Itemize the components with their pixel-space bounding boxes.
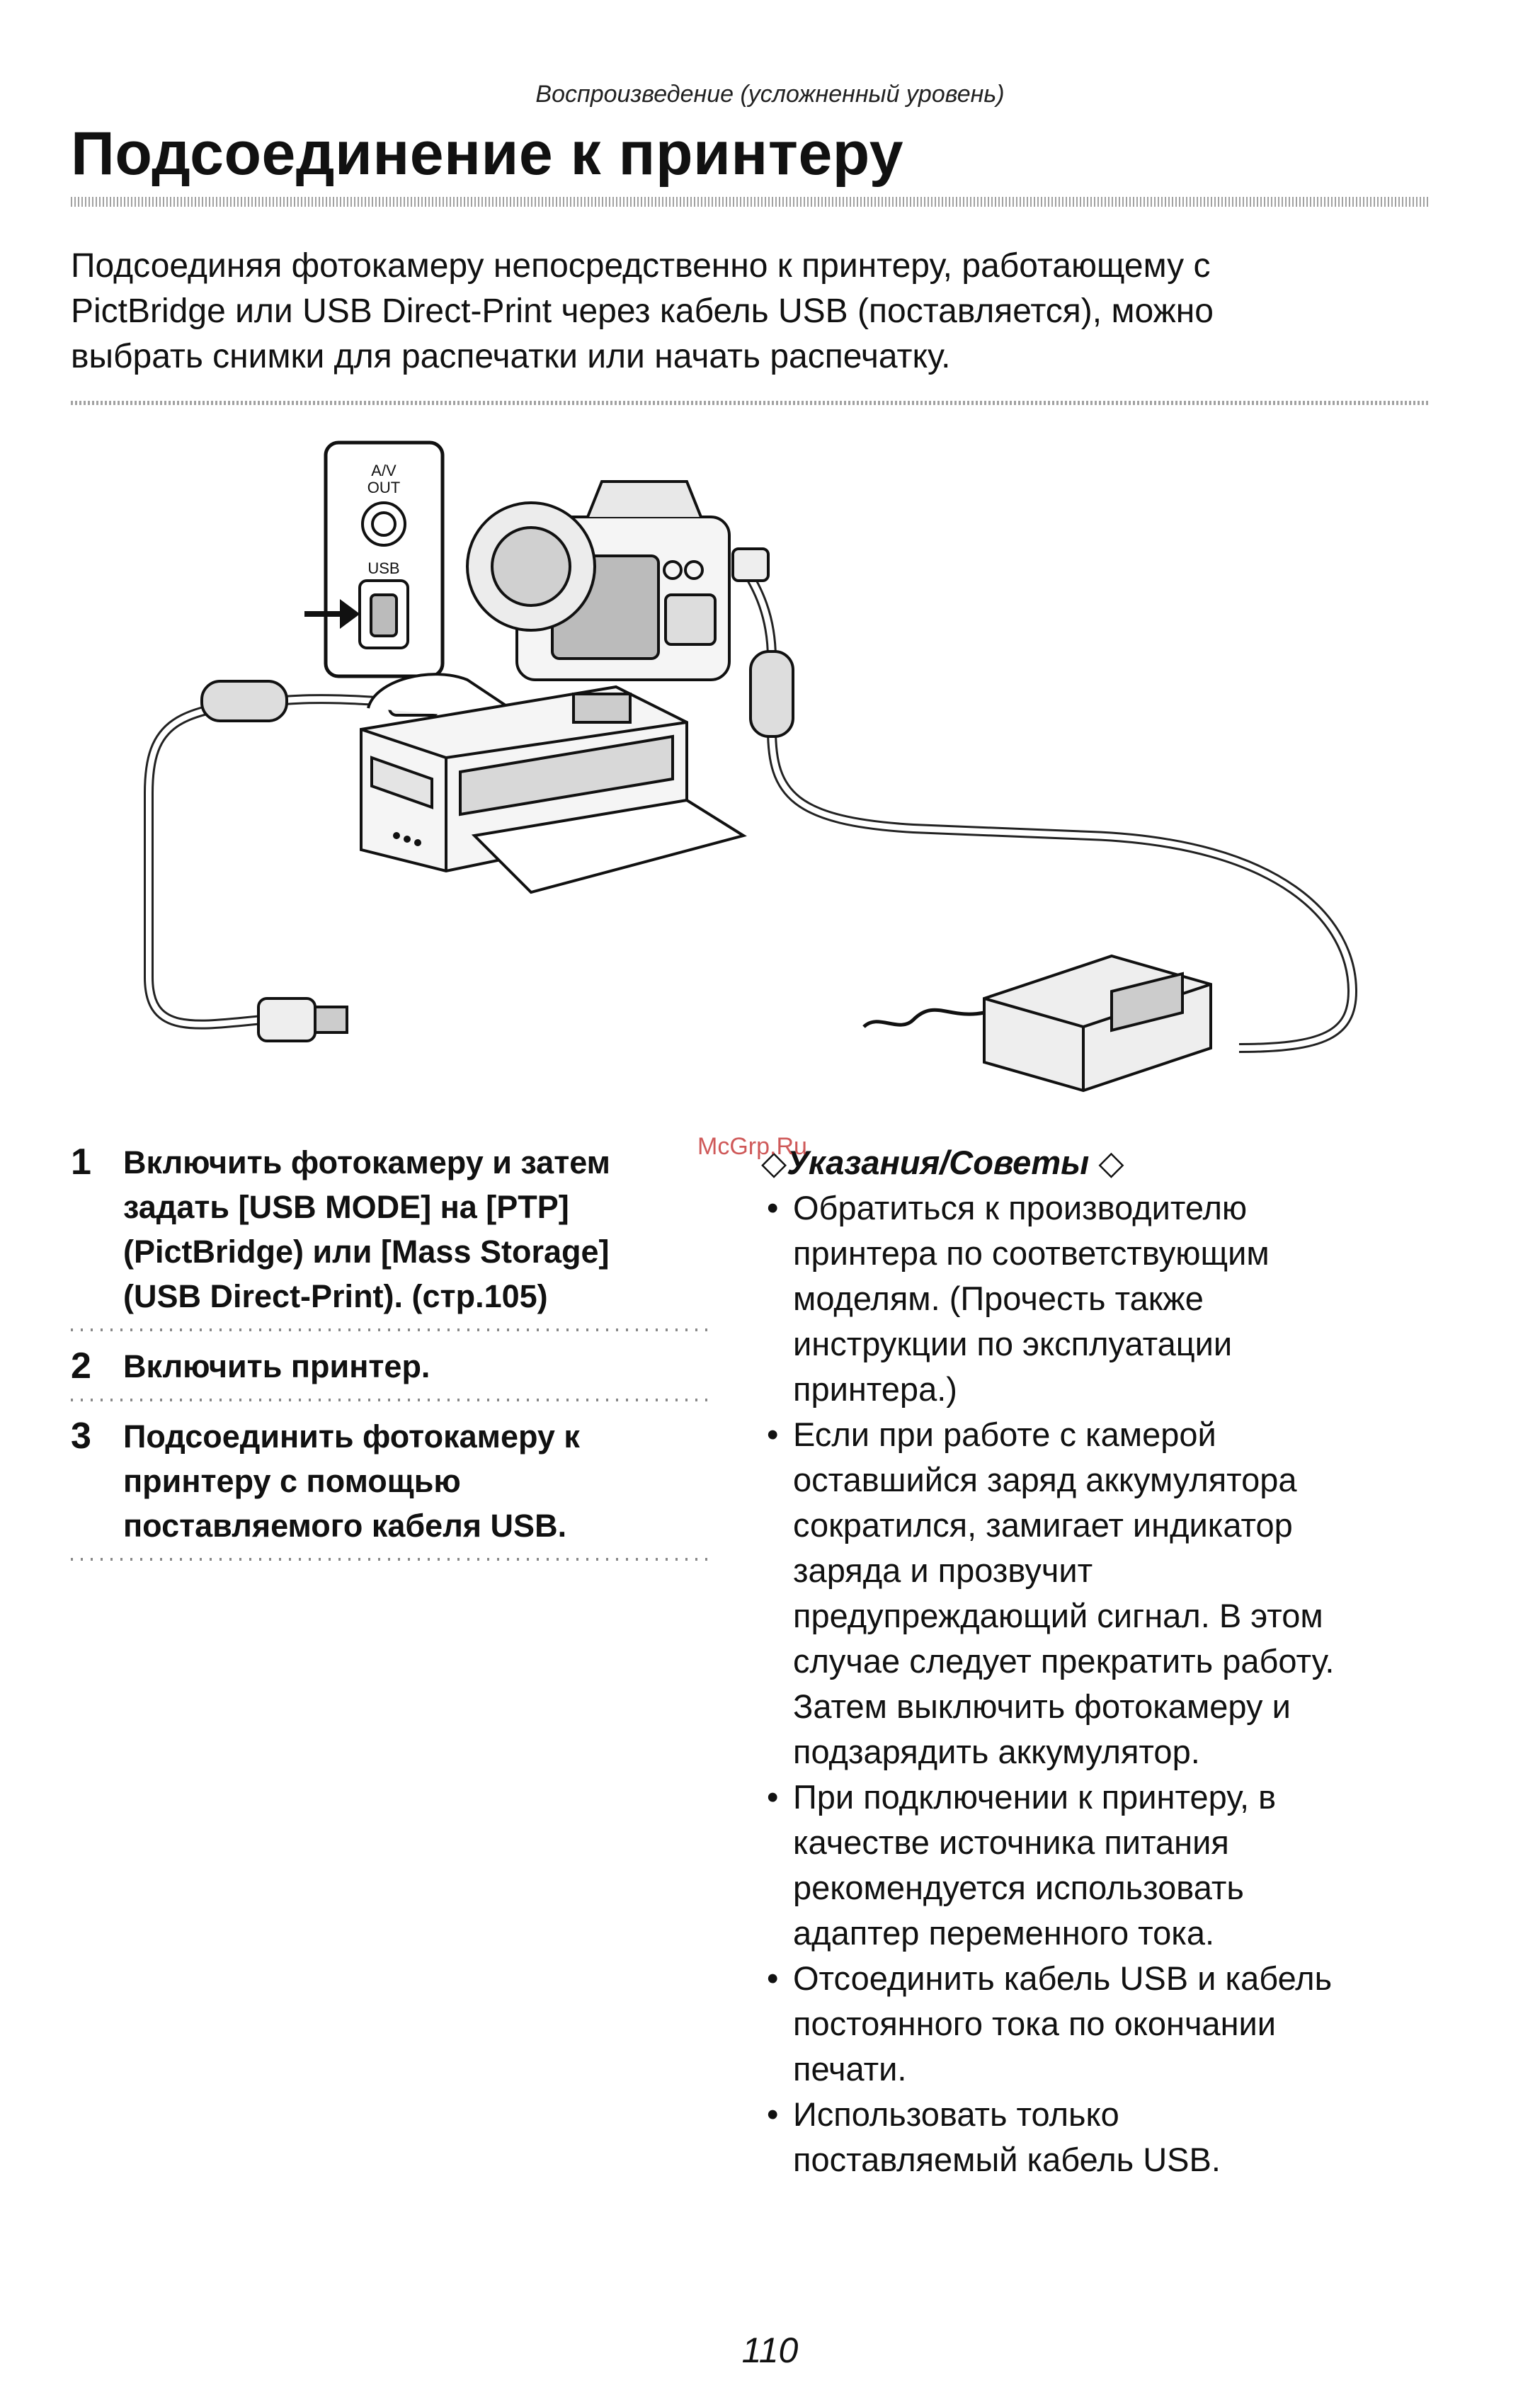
connection-illustration: A/V OUT USB — [144, 440, 1358, 1093]
ac-adapter — [862, 954, 1212, 1093]
usb-port-label: USB — [367, 559, 399, 577]
tip-line: поставляемый кабель USB. — [793, 2141, 1221, 2178]
tip-line: рекомендуется использовать — [793, 1869, 1244, 1906]
tip-line: Отсоединить кабель USB и кабель — [793, 1959, 1333, 1997]
steps-list: 1 Включить фотокамеру и затем задать [US… — [71, 1140, 708, 1573]
tips-heading: ◇Указания/Советы ◇ — [761, 1140, 1469, 1185]
tip-line: принтера по соответствующим — [793, 1234, 1270, 1272]
tip-line: случае следует прекратить работу. — [793, 1642, 1335, 1680]
tips-section: ◇Указания/Советы ◇ Обратиться к производ… — [761, 1140, 1469, 2182]
diamond-icon: ◇ — [1098, 1144, 1124, 1181]
intro-line: Подсоединяя фотокамеру непосредственно к… — [71, 247, 1211, 285]
av-out-label-1: A/V — [371, 462, 397, 479]
step-number: 2 — [71, 1345, 91, 1387]
av-out-jack — [361, 501, 406, 547]
intro-line: PictBridge или USB Direct-Print через ка… — [71, 292, 1214, 330]
step-text-line: Включить принтер. — [123, 1348, 430, 1384]
tips-list: Обратиться к производителю принтера по с… — [761, 1185, 1469, 2182]
step-text-line: принтеру с помощью — [123, 1463, 461, 1499]
page-title: Подсоединение к принтеру — [71, 120, 904, 188]
tip-line: Использовать только — [793, 2095, 1119, 2133]
tip-line: Обратиться к производителю — [793, 1189, 1248, 1226]
tip-line: При подключении к принтеру, в — [793, 1778, 1277, 1816]
av-out-label-2: OUT — [367, 479, 400, 496]
tips-heading-text: Указания/Советы — [787, 1144, 1090, 1181]
tip-line: подзарядить аккумулятор. — [793, 1733, 1200, 1770]
tip-line: адаптер переменного тока. — [793, 1914, 1215, 1952]
step-2: 2 Включить принтер. — [71, 1344, 708, 1389]
tip-line: принтера.) — [793, 1370, 957, 1408]
tip-line: постоянного тока по окончании — [793, 2005, 1277, 2042]
watermark: McGrp.Ru — [697, 1133, 807, 1160]
intro-line: выбрать снимки для распечатки или начать… — [71, 338, 951, 375]
step-divider — [71, 1328, 708, 1331]
ferrite-core-dc — [749, 650, 794, 738]
tip-line: инструкции по эксплуатации — [793, 1325, 1233, 1362]
step-number: 3 — [71, 1416, 91, 1457]
diamond-icon: ◇ — [761, 1144, 787, 1181]
step-text-line: (USB Direct-Print). (стр.105) — [123, 1278, 548, 1314]
step-text-line: (PictBridge) или [Mass Storage] — [123, 1234, 610, 1270]
tip-item: Отсоединить кабель USB и кабель постоянн… — [761, 1956, 1469, 2092]
tip-line: оставшийся заряд аккумулятора — [793, 1461, 1297, 1498]
tip-item: Обратиться к производителю принтера по с… — [761, 1185, 1469, 1412]
step-number: 1 — [71, 1142, 91, 1183]
step-1: 1 Включить фотокамеру и затем задать [US… — [71, 1140, 708, 1319]
printer — [360, 673, 747, 894]
tip-line: заряда и прозвучит — [793, 1552, 1093, 1589]
intro-divider — [71, 401, 1430, 405]
tip-line: сократился, замигает индикатор — [793, 1506, 1293, 1544]
tip-item: Использовать только поставляемый кабель … — [761, 2092, 1469, 2182]
usb-port — [358, 579, 409, 649]
step-divider — [71, 1558, 708, 1561]
tip-line: качестве источника питания — [793, 1823, 1229, 1861]
intro-paragraph: Подсоединяя фотокамеру непосредственно к… — [71, 244, 1416, 380]
tip-item: Если при работе с камерой оставшийся зар… — [761, 1412, 1469, 1775]
tip-item: При подключении к принтеру, в качестве и… — [761, 1775, 1469, 1956]
ferrite-core — [200, 680, 288, 722]
title-divider — [71, 197, 1430, 207]
tip-line: Затем выключить фотокамеру и — [793, 1687, 1291, 1725]
step-text-line: поставляемого кабеля USB. — [123, 1508, 567, 1544]
camera-body — [466, 480, 731, 745]
port-callout — [324, 440, 445, 678]
step-divider — [71, 1399, 708, 1401]
tip-line: Если при работе с камерой — [793, 1416, 1216, 1453]
page-number: 110 — [741, 2330, 799, 2370]
step-text-line: Подсоединить фотокамеру к — [123, 1418, 580, 1455]
tip-line: печати. — [793, 2050, 907, 2088]
step-text-line: задать [USB MODE] на [PTP] — [123, 1189, 569, 1225]
section-label: Воспроизведение (усложненный уровень) — [535, 81, 1005, 108]
usb-a-plug — [257, 997, 316, 1042]
tip-line: моделям. (Прочесть также — [793, 1280, 1204, 1317]
tip-line: предупреждающий сигнал. В этом — [793, 1597, 1323, 1634]
step-text-line: Включить фотокамеру и затем — [123, 1144, 610, 1180]
power-cord — [862, 1008, 985, 1028]
step-3: 3 Подсоединить фотокамеру к принтеру с п… — [71, 1414, 708, 1548]
paper-tray — [471, 798, 747, 894]
